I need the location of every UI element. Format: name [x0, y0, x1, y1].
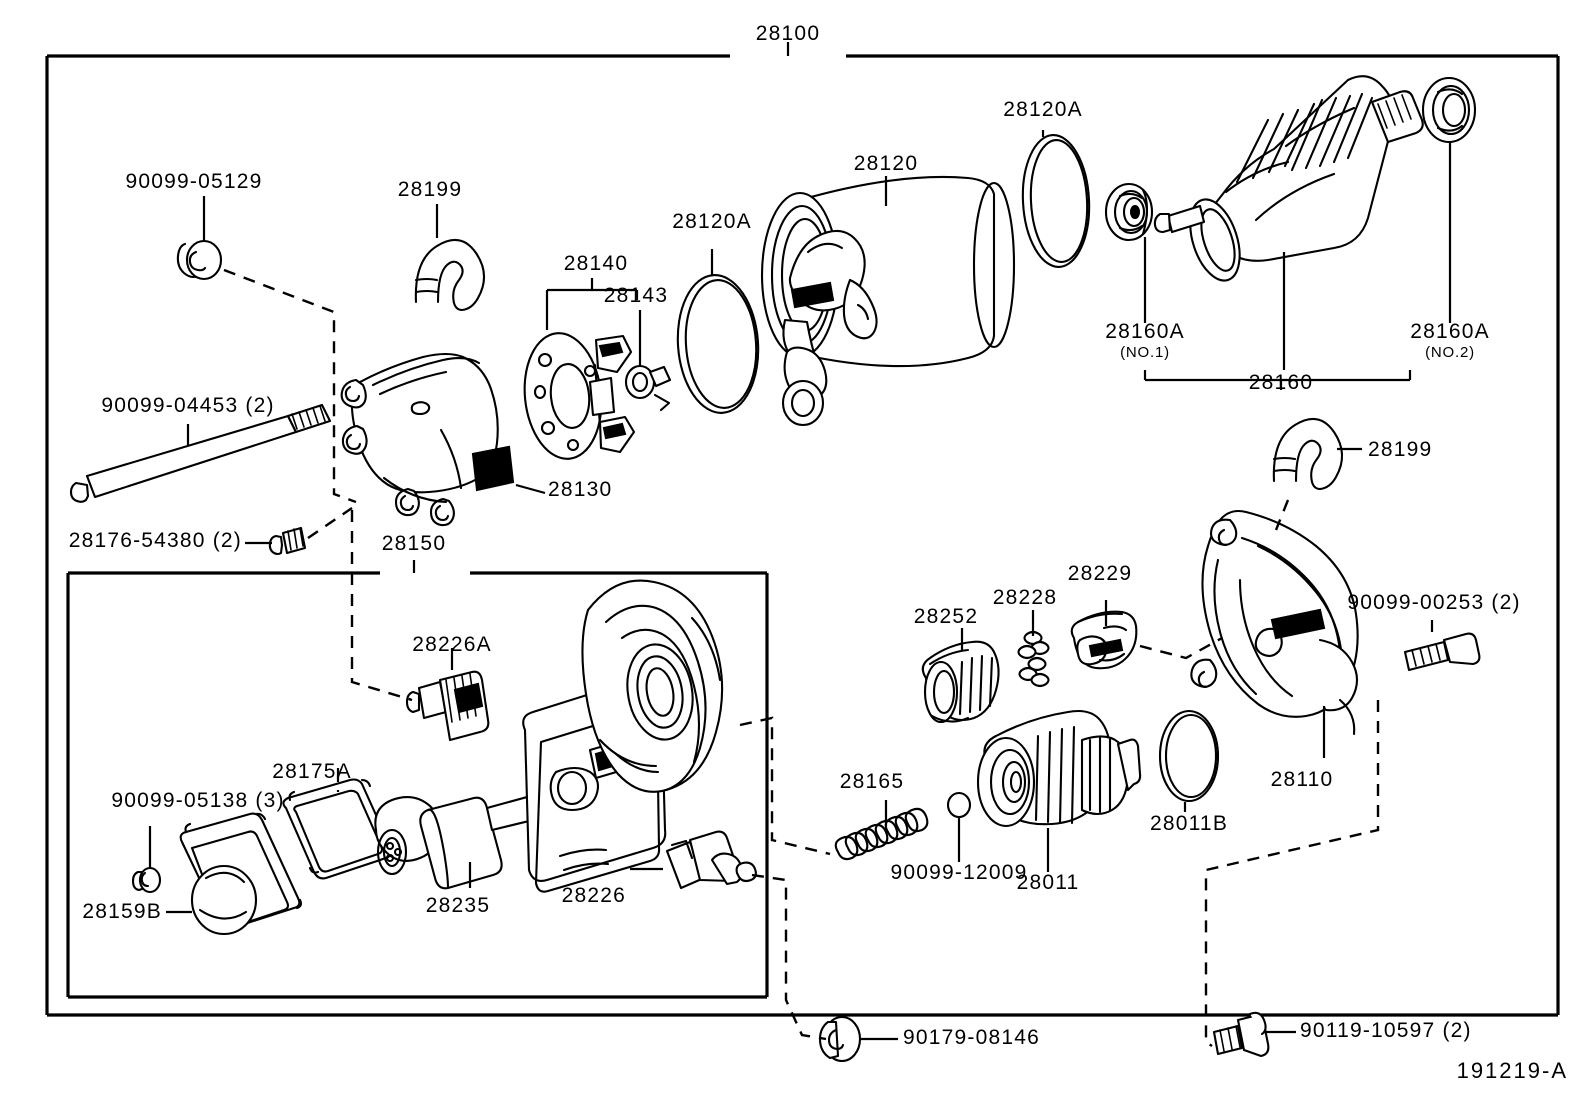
label-90099-05138: 90099-05138 (3) [111, 789, 285, 812]
part-nut-90099-05138 [131, 826, 162, 894]
label-28226A: 28226A [412, 633, 492, 656]
label-28143: 28143 [603, 284, 669, 307]
part-plungercover-28159B [166, 812, 303, 936]
drawing-id: 191219-A [1456, 1058, 1568, 1083]
label-28199-left: 28199 [397, 178, 463, 201]
label-28175A: 28175A [272, 760, 352, 783]
part-clutch-28011 [976, 709, 1142, 872]
label-28159B: 28159B [82, 900, 162, 923]
label-90099-05129: 90099-05129 [125, 170, 263, 193]
label-28011B: 28011B [1149, 812, 1229, 835]
part-gear-28252 [921, 628, 1000, 724]
label-28160A-no2-suffix: (NO.2) [1425, 344, 1475, 361]
label-90099-12009: 90099-12009 [890, 861, 1028, 884]
part-screw-28176-54380 [245, 526, 307, 556]
outer-frame [45, 42, 1560, 1017]
label-28176-54380: 28176-54380 (2) [68, 529, 242, 552]
label-28228: 28228 [992, 586, 1058, 609]
part-oring-28120A-left [676, 249, 760, 414]
part-terminal-28226 [630, 830, 757, 890]
label-28110: 28110 [1270, 768, 1334, 791]
label-assembly-28100: 28100 [755, 22, 821, 45]
part-gasket-28175A [282, 768, 393, 880]
label-28235: 28235 [425, 894, 491, 917]
part-carrier-28229 [1070, 600, 1138, 670]
part-fieldframe-28120 [760, 175, 1016, 427]
part-oring-28120A-right [1021, 130, 1091, 268]
label-28140: 28140 [563, 252, 629, 275]
label-28160A-no1: 28160A [1105, 320, 1185, 343]
label-28120: 28120 [853, 152, 919, 175]
part-bearing-28160A-no2 [1421, 76, 1477, 323]
inner-frame [66, 560, 769, 999]
part-bolt-90099-00253 [1403, 620, 1481, 672]
assembly-dashed-lines [223, 268, 1380, 1047]
part-drivehousing-28110 [1190, 509, 1359, 758]
part-bolt-90179-08146 [818, 1015, 898, 1063]
part-spring-28165 [834, 800, 929, 861]
label-28165: 28165 [839, 770, 905, 793]
label-28160: 28160 [1248, 371, 1314, 394]
part-ball-90099-12009 [946, 791, 972, 862]
part-armature-28160 [1153, 75, 1424, 370]
label-28011: 28011 [1016, 871, 1080, 894]
part-hook-28199-right [1272, 417, 1362, 491]
label-28226: 28226 [561, 884, 626, 907]
part-magnet-yoke [522, 579, 724, 893]
part-endcover-28140 [523, 278, 672, 460]
label-90119-10597: 90119-10597 (2) [1300, 1019, 1472, 1042]
part-bolt-90119-10597 [1212, 1011, 1296, 1058]
label-28160A-no1-suffix: (NO.1) [1120, 344, 1170, 361]
label-28130: 28130 [548, 478, 613, 501]
part-pin-28228 [1017, 610, 1050, 688]
label-28120A-left: 28120A [672, 210, 752, 233]
part-oring-28011B [1158, 709, 1220, 812]
label-28199-right: 28199 [1368, 438, 1433, 461]
part-bushing-90099-05129 [176, 196, 223, 281]
part-hook-28199-left [414, 204, 486, 312]
part-bolt-90099-04453 [69, 403, 332, 503]
part-terminal-28226A [405, 648, 490, 742]
label-90099-00253: 90099-00253 (2) [1347, 591, 1521, 614]
label-28229: 28229 [1067, 562, 1133, 585]
label-28120A-right: 28120A [1003, 98, 1083, 121]
label-28150: 28150 [381, 532, 447, 555]
label-28252: 28252 [913, 605, 979, 628]
part-housing-28130 [340, 352, 546, 527]
label-90099-04453: 90099-04453 (2) [101, 394, 275, 417]
part-bearing-28160A-no1 [1104, 182, 1412, 390]
label-90179-08146: 90179-08146 [903, 1026, 1040, 1049]
label-28160A-no2: 28160A [1410, 320, 1490, 343]
